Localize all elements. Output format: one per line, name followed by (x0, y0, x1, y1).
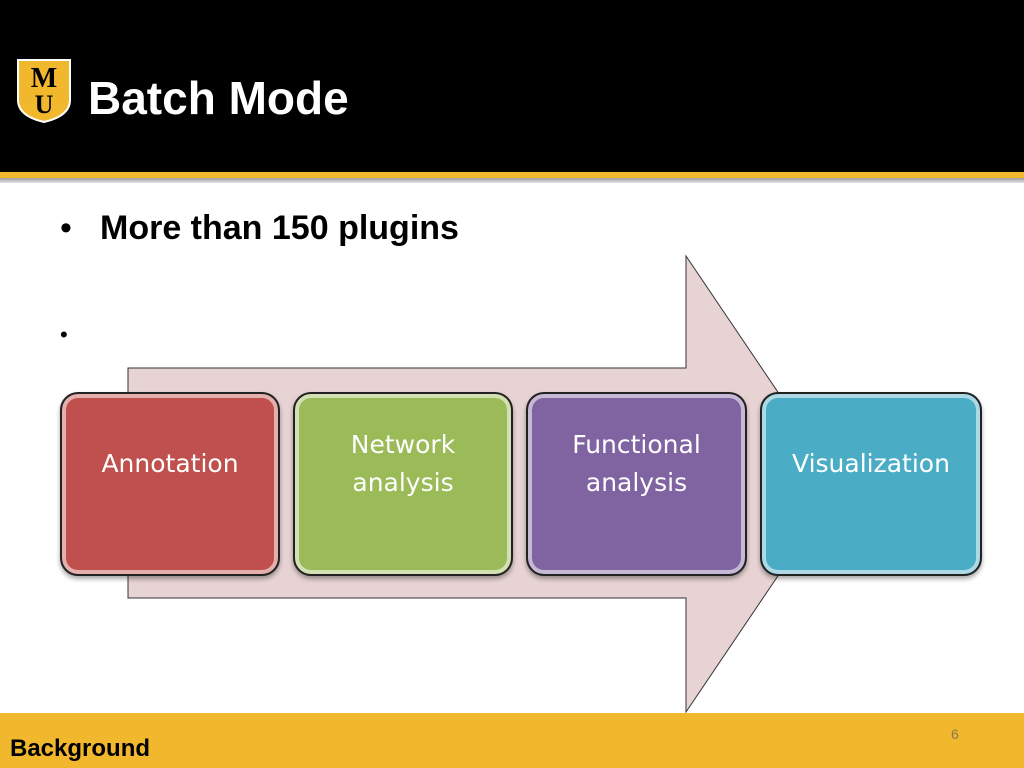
bullet-mark: • (60, 209, 72, 247)
header-gold-stripe (0, 172, 1024, 178)
logo-letter-top: M (31, 63, 57, 94)
step-network-analysis-label: Network analysis (350, 430, 456, 497)
step-visualization-label: Visualization (792, 449, 950, 478)
header-gray-stripe (0, 178, 1024, 183)
step-annotation-label: Annotation (101, 449, 239, 478)
footer-section-label: Background (10, 735, 151, 762)
step-visualization: Visualization (760, 392, 982, 576)
bullet-item-1: • More than 150 plugins (60, 206, 459, 250)
bullet-mark: • (60, 322, 68, 347)
step-annotation: Annotation (60, 392, 280, 576)
university-logo: M U (17, 59, 71, 124)
step-network-analysis: Network analysis (293, 392, 513, 576)
bullet-text-1: More than 150 plugins (100, 209, 459, 247)
slide-title: Batch Mode (88, 72, 349, 124)
bullet-item-2: • (60, 320, 68, 350)
step-functional-analysis-label: Functional analysis (572, 430, 701, 497)
slide-footer (0, 713, 1024, 768)
page-number: 6 (951, 726, 959, 742)
logo-letter-bottom: U (35, 90, 54, 119)
slide-header (0, 0, 1024, 172)
step-functional-analysis: Functional analysis (526, 392, 747, 576)
